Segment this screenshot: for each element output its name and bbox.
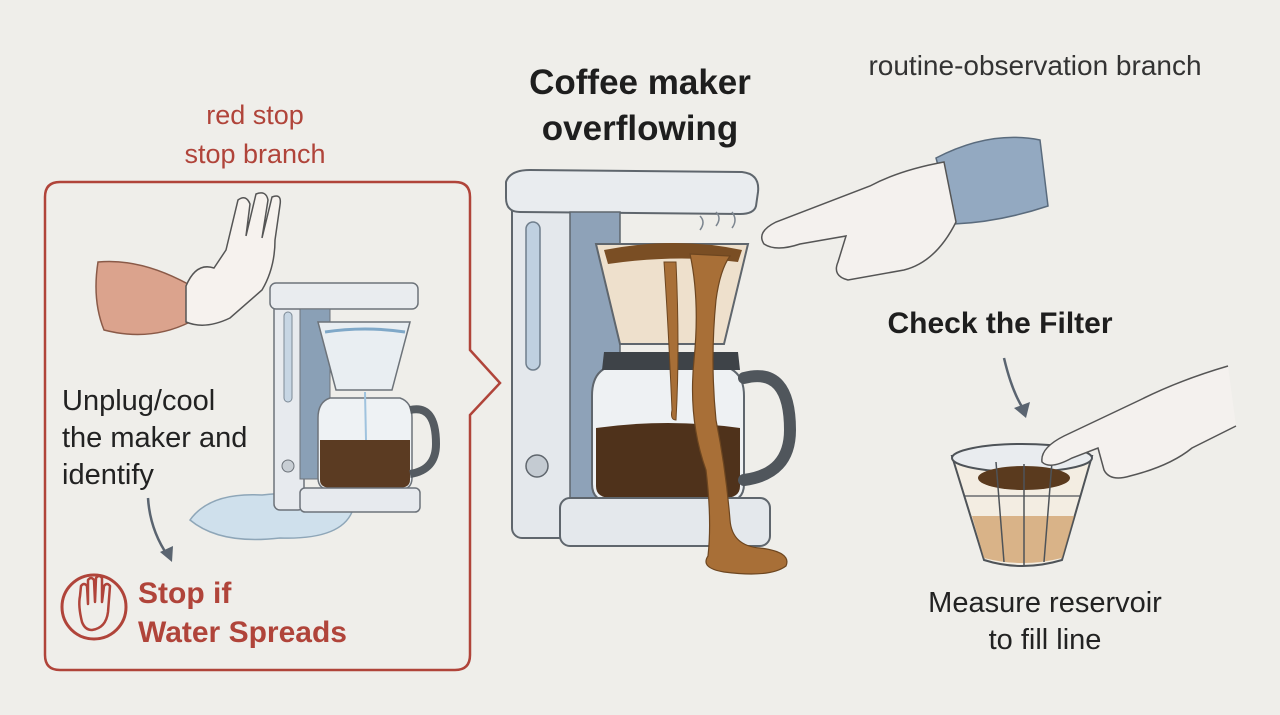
- check-filter-title: Check the Filter: [887, 307, 1113, 340]
- stop-step-line1: Unplug/cool: [62, 385, 216, 417]
- stop-warning-line2: Water Spreads: [138, 616, 347, 649]
- main-title-line2: overflowing: [541, 109, 739, 148]
- filter-arrow-icon: [1002, 357, 1026, 411]
- stop-step-line2: the maker and: [62, 422, 248, 454]
- measure-step-text: Measure reservoir to fill line: [890, 585, 1200, 659]
- main-title-line1: Coffee maker: [529, 63, 751, 102]
- measure-step-line2: to fill line: [988, 624, 1102, 656]
- main-title: Coffee maker overflowing: [500, 60, 780, 152]
- stop-hand-icon: [60, 573, 128, 641]
- arrow-down-icon: [146, 497, 170, 557]
- stop-branch-label: red stop stop branch: [150, 96, 360, 174]
- stop-warning-text: Stop if Water Spreads: [138, 574, 378, 652]
- main-coffee-maker-illustration: [505, 168, 797, 575]
- stop-step-text: Unplug/cool the maker and identify: [62, 383, 312, 494]
- stop-branch-label-line2: stop branch: [184, 139, 326, 169]
- stop-step-line3: identify: [62, 459, 154, 491]
- routine-branch-label: routine-observation branch: [868, 50, 1202, 81]
- measure-step-line1: Measure reservoir: [928, 587, 1162, 619]
- stop-warning-line1: Stop if: [138, 577, 232, 610]
- stop-branch-label-line1: red stop: [206, 100, 304, 130]
- filter-basket-illustration: [950, 443, 1094, 567]
- filter-hand-icon: [1041, 365, 1237, 479]
- raised-hand-icon: [95, 192, 282, 336]
- small-coffee-maker-illustration: [188, 282, 441, 541]
- stop-branch-box: [43, 180, 502, 672]
- pointing-hand-icon: [761, 136, 1049, 281]
